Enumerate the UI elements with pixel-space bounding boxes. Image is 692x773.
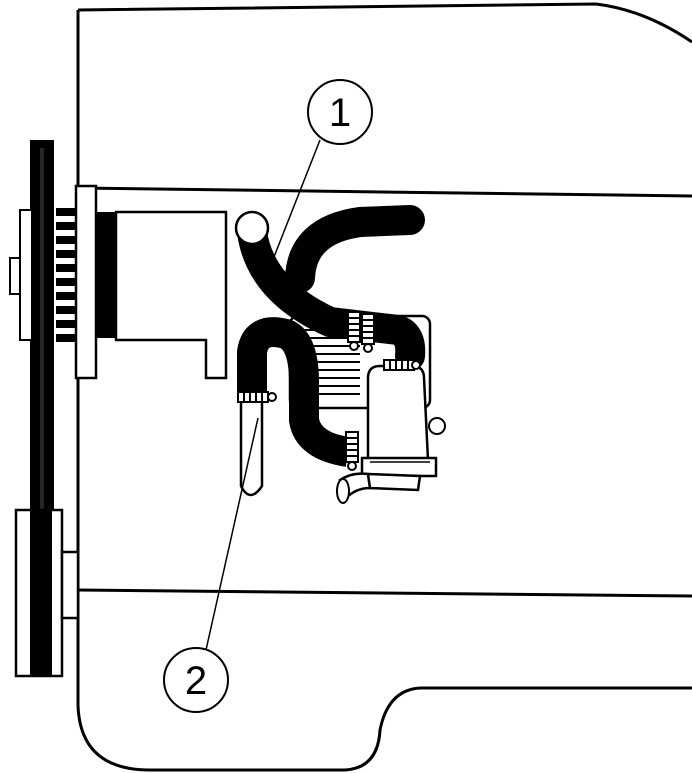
leader-lines bbox=[205, 139, 321, 651]
leader-line-2 bbox=[205, 417, 259, 651]
mount-bracket bbox=[96, 210, 228, 380]
leader-line-1 bbox=[271, 139, 321, 263]
hose-clamp-4 bbox=[237, 391, 277, 403]
hose-clamps bbox=[237, 311, 421, 471]
callout-1-label: 1 bbox=[329, 91, 351, 135]
hose-clamp-5 bbox=[345, 431, 359, 471]
coolant-hose-lower bbox=[237, 317, 351, 467]
callout-1: 1 bbox=[307, 79, 373, 145]
pulley-teeth bbox=[56, 208, 78, 342]
callout-2-label: 2 bbox=[185, 659, 207, 703]
upper-pulley bbox=[9, 184, 98, 380]
hose-clamp-3 bbox=[383, 359, 421, 371]
hose-clamp-1 bbox=[347, 311, 361, 351]
callout-2: 2 bbox=[163, 647, 229, 713]
lower-pulley bbox=[14, 508, 80, 678]
coolant-hose-upper bbox=[234, 205, 426, 371]
hose-clamp-2 bbox=[361, 313, 375, 353]
